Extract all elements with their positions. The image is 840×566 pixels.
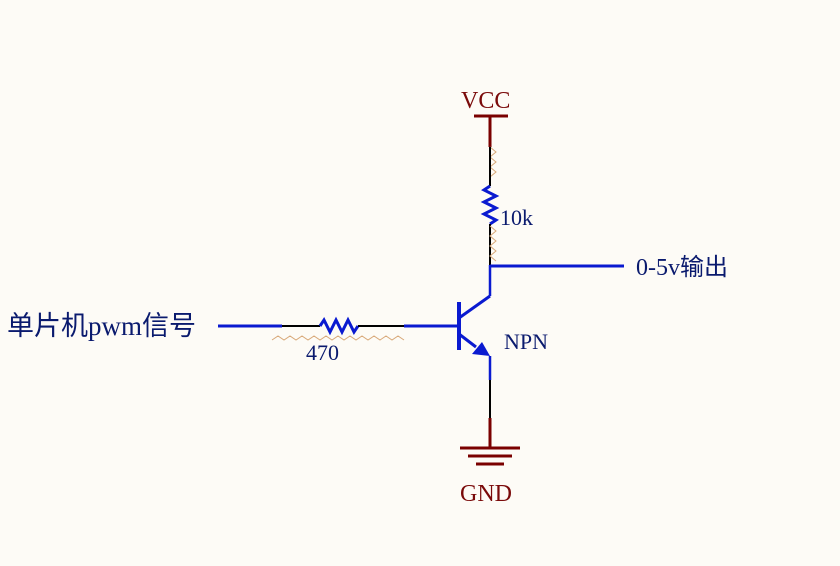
output-label: 0-5v输出 bbox=[636, 255, 728, 281]
vcc-label: VCC bbox=[461, 88, 511, 114]
gnd-label: GND bbox=[460, 481, 512, 507]
base-resistor-label: 470 bbox=[306, 340, 339, 365]
npn-transistor bbox=[457, 294, 491, 356]
output-net bbox=[488, 264, 624, 296]
gnd-symbol bbox=[460, 446, 520, 466]
transistor-label: NPN bbox=[504, 329, 549, 354]
input-label: 单片机pwm信号 bbox=[7, 311, 196, 341]
pullup-resistor bbox=[480, 146, 500, 265]
base-resistor bbox=[218, 316, 457, 341]
vcc-power-port bbox=[474, 114, 508, 147]
pullup-resistor-label: 10k bbox=[500, 205, 533, 230]
